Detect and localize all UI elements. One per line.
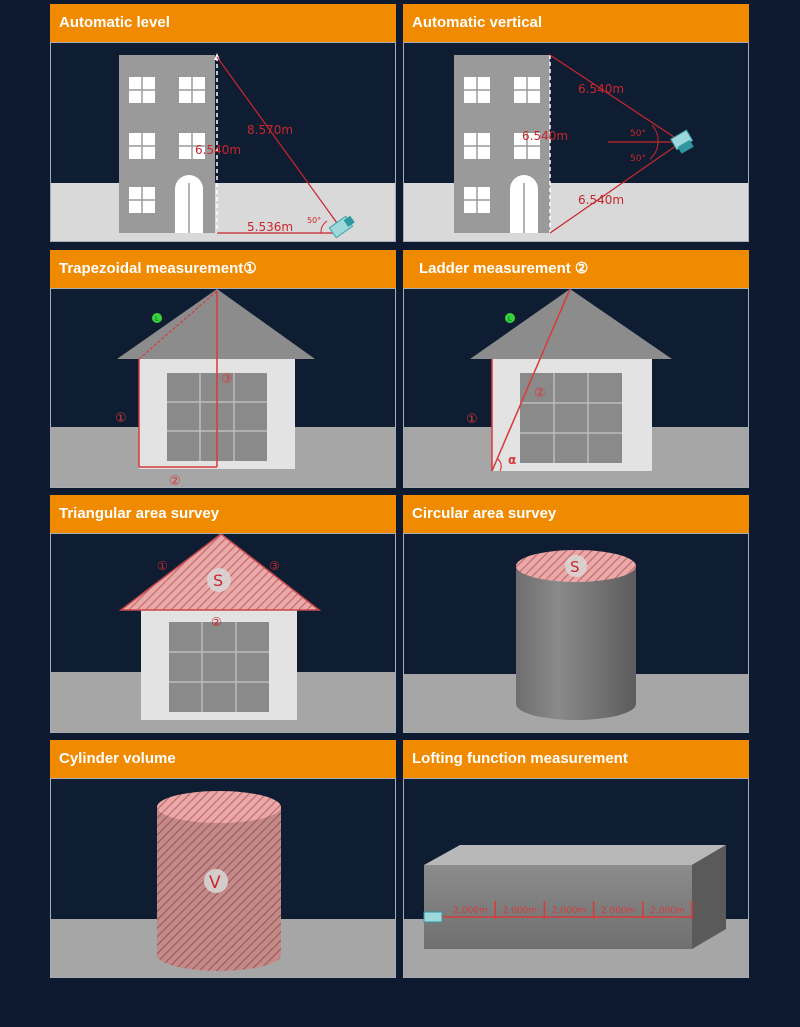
laser-device: [328, 215, 355, 239]
panel-title: Trapezoidal measurement①: [50, 250, 396, 288]
marker-3: ③: [221, 372, 233, 387]
marker-1: ①: [466, 412, 478, 427]
marker-2: ②: [169, 474, 181, 487]
segment-label: 2.000m: [601, 906, 636, 916]
building: [454, 55, 550, 233]
angle-up-label: 50°: [630, 129, 646, 139]
segment-label: 2.000m: [650, 906, 685, 916]
angle-label: 50°: [307, 216, 321, 225]
svg-text:L: L: [155, 315, 160, 323]
panel-title: Lofting function measurement: [403, 740, 749, 778]
diagram-automatic-vertical: 6.540m 6.540m 6.540m 50° 50°: [403, 42, 749, 242]
panel-title: Triangular area survey: [50, 495, 396, 533]
cylinder-top: [157, 791, 281, 823]
panel-title: Ladder measurement ②: [403, 250, 749, 288]
building: [119, 55, 215, 233]
panel-title: Circular area survey: [403, 495, 749, 533]
diagram-automatic-level: 8.570m 6.540m 5.536m 50°: [50, 42, 396, 242]
hypotenuse-label: 8.570m: [247, 123, 293, 137]
diagram-trapezoidal: L ① ② ③: [50, 288, 396, 488]
marker-2: ②: [211, 615, 222, 629]
laser-point-marker: [505, 313, 515, 323]
laser-device: [670, 129, 694, 154]
segment-label: 2.000m: [503, 906, 538, 916]
panel-title: Automatic level: [50, 4, 396, 42]
panel-title: Cylinder volume: [50, 740, 396, 778]
hypotenuse-line: [216, 56, 338, 224]
window: [520, 373, 622, 463]
diagram-circular-area: S: [403, 533, 749, 733]
laser-device: [423, 911, 443, 923]
angle-down-label: 50°: [630, 154, 646, 164]
upper-label: 6.540m: [578, 82, 624, 96]
box-structure: [424, 865, 692, 949]
marker-1: ①: [115, 411, 127, 426]
base-label: 5.536m: [247, 220, 293, 234]
height-label: 6.540m: [195, 143, 241, 157]
window: [169, 622, 269, 712]
panel-title: Automatic vertical: [403, 4, 749, 42]
middle-label: 6.540m: [522, 129, 568, 143]
volume-symbol: V: [209, 873, 221, 893]
segment-label: 2.000m: [552, 906, 587, 916]
diagram-lofting: 2.000m 2.000m 2.000m 2.000m 2.000m: [403, 778, 749, 978]
lower-label: 6.540m: [578, 193, 624, 207]
svg-text:L: L: [508, 315, 513, 323]
diagram-ladder: L ① ② α: [403, 288, 749, 488]
diagram-cylinder-volume: V: [50, 778, 396, 978]
marker-1: ①: [157, 559, 168, 573]
laser-point-marker: [152, 313, 162, 323]
angle-alpha: α: [508, 453, 516, 467]
area-symbol: S: [570, 558, 580, 576]
area-symbol: S: [213, 571, 223, 590]
diagram-triangular-area: S ① ② ③: [50, 533, 396, 733]
cylinder-body: [516, 566, 636, 720]
marker-3: ③: [269, 559, 280, 573]
segment-label: 2.000m: [453, 906, 488, 916]
marker-2: ②: [534, 386, 546, 401]
